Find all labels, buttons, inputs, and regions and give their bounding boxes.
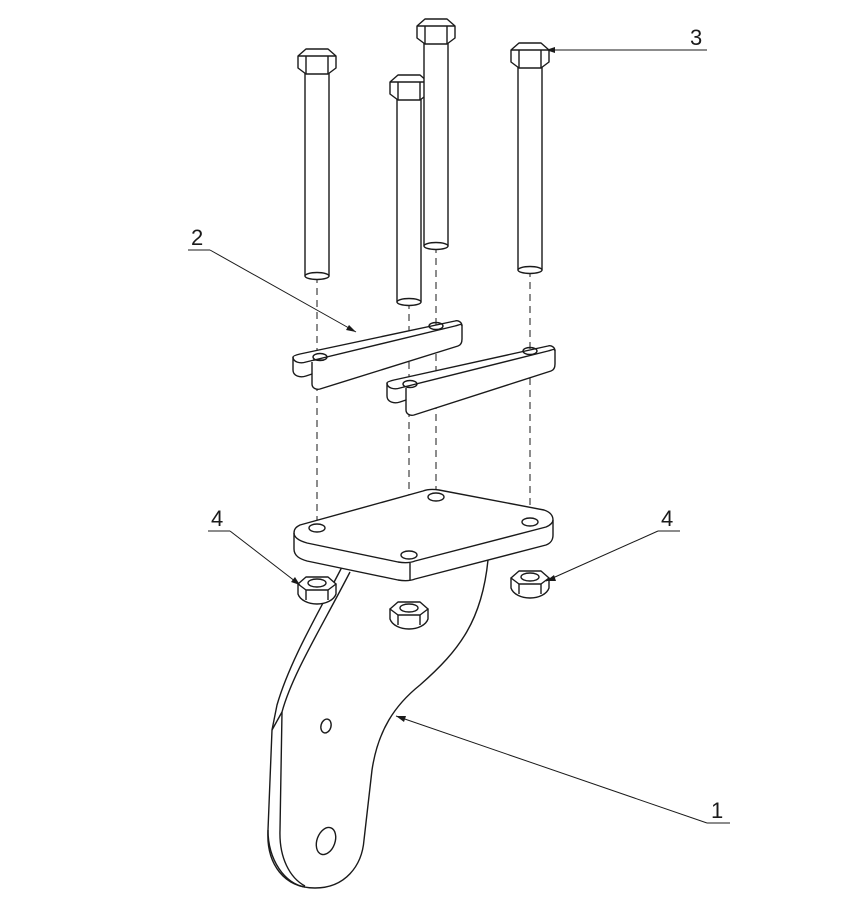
hex-bolt-2 [389, 74, 429, 307]
callout-leaders [188, 47, 730, 824]
callout-3-label: 3 [690, 25, 702, 50]
lock-nut-left [297, 576, 337, 605]
spacer-washer-right [386, 345, 556, 416]
bracket-large-hole [315, 826, 337, 856]
callout-4-left-label: 4 [211, 506, 223, 531]
callout-2-label: 2 [191, 225, 203, 250]
hex-bolt-3 [416, 18, 456, 251]
bracket-small-hole [320, 718, 332, 734]
hex-bolt-4 [510, 42, 550, 275]
callout-4-right-label: 4 [661, 506, 673, 531]
hex-bolt-1 [297, 48, 337, 281]
spacer-washer-left [292, 320, 463, 390]
bracket-mounting-plate [293, 488, 554, 582]
callout-1-label: 1 [711, 798, 723, 823]
lock-nut-center [389, 601, 429, 630]
lock-nut-right [510, 570, 550, 599]
bracket [267, 559, 489, 889]
